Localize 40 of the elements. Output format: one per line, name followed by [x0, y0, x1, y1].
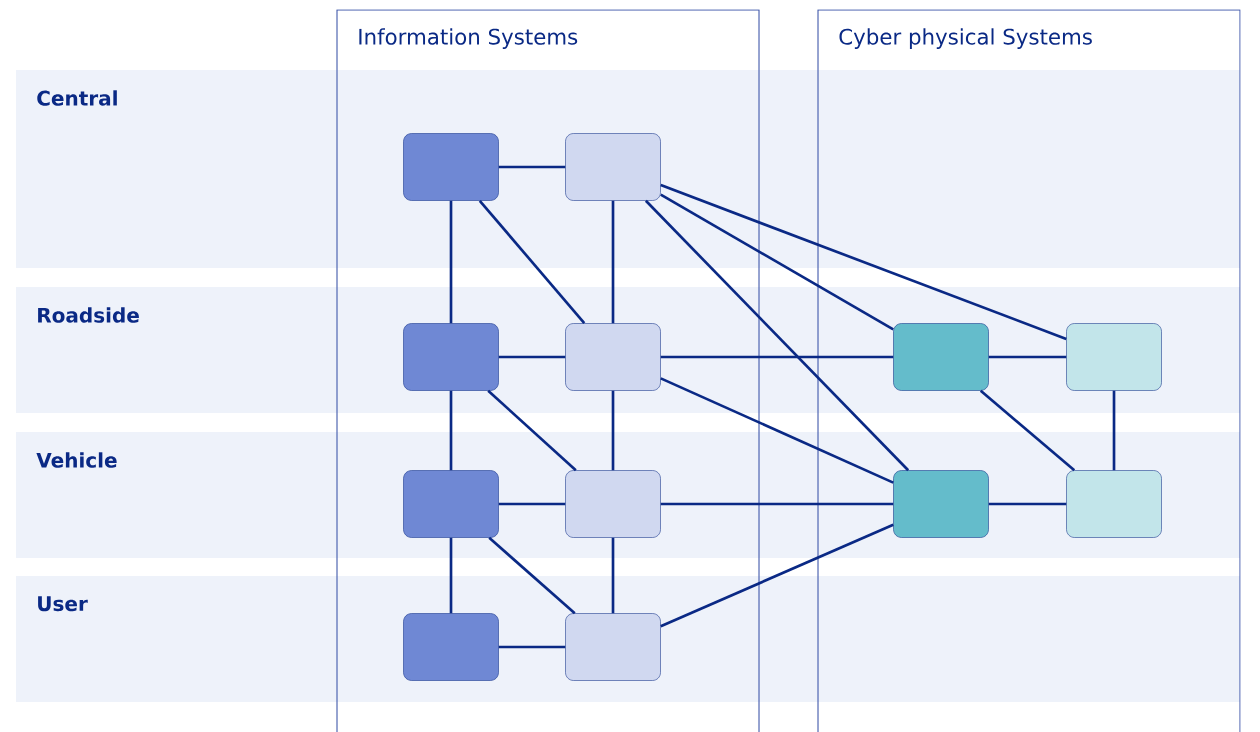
system-box [403, 323, 499, 391]
connector-line [988, 355, 1067, 359]
system-box [403, 613, 499, 681]
column-frame: Cyber physical Systems [817, 9, 1241, 732]
connector-line [611, 537, 615, 614]
connector-line [660, 183, 1067, 341]
connector-line [498, 355, 566, 359]
connector-line [660, 502, 894, 506]
row-band: Central [16, 70, 1240, 268]
connector-line [498, 165, 566, 169]
connector-line [660, 193, 894, 331]
system-box [565, 613, 661, 681]
connector-line [449, 537, 453, 614]
system-box [565, 133, 661, 201]
connector-line [611, 200, 615, 324]
system-box [1066, 323, 1162, 391]
connector-line [1112, 390, 1116, 471]
system-box [565, 323, 661, 391]
connector-line [498, 502, 566, 506]
connector-line [660, 377, 894, 484]
system-box [893, 323, 989, 391]
system-box [893, 470, 989, 538]
connector-line [487, 389, 577, 472]
connector-line [988, 502, 1067, 506]
connector-line [478, 199, 586, 325]
connector-line [660, 355, 894, 359]
connector-line [644, 199, 910, 472]
system-box [403, 470, 499, 538]
connector-line [979, 389, 1076, 472]
connector-line [449, 390, 453, 471]
column-frame: Information Systems [336, 9, 760, 732]
connector-line [660, 523, 894, 628]
connector-line [611, 390, 615, 471]
connector-line [449, 200, 453, 324]
system-box [403, 133, 499, 201]
connector-line [498, 645, 566, 649]
row-band: User [16, 576, 1240, 702]
system-box [565, 470, 661, 538]
system-box [1066, 470, 1162, 538]
connector-line [488, 536, 576, 615]
